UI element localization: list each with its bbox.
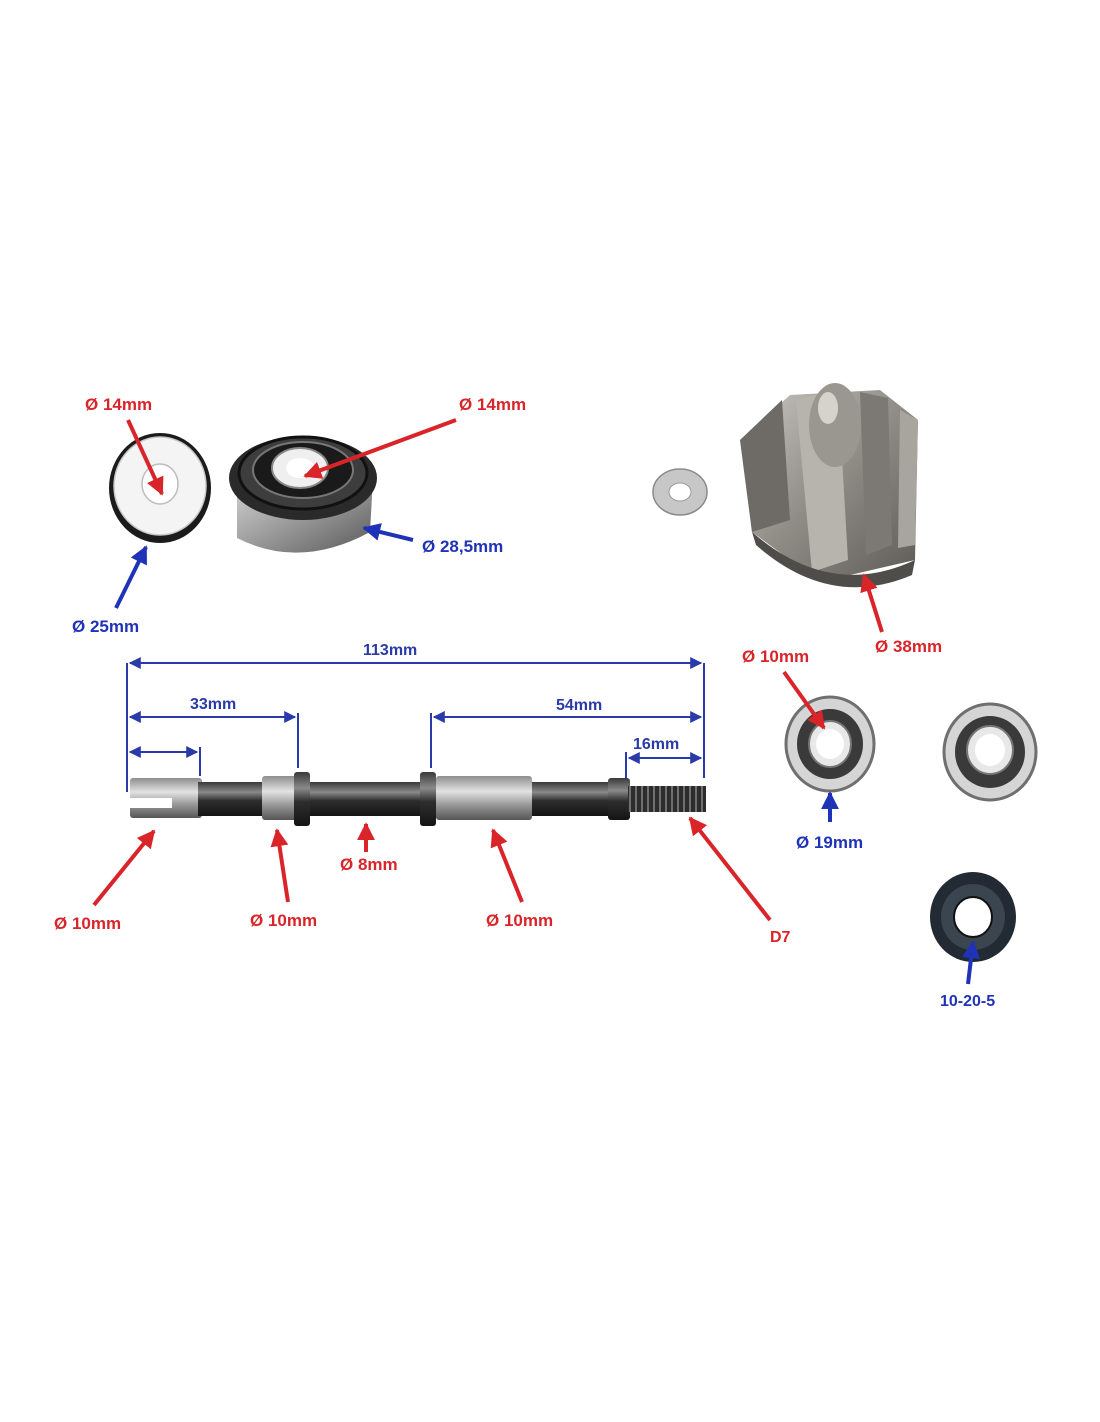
- shaft-thread-label: D7: [770, 929, 791, 946]
- dimension-lines: [126, 657, 705, 792]
- bearing-outer-label: Ø 19mm: [796, 833, 863, 852]
- left-segment-label: 33mm: [190, 696, 236, 713]
- shaft-left-end-label: Ø 10mm: [54, 914, 121, 933]
- seal-body-outer-label: Ø 28,5mm: [422, 537, 503, 556]
- pump-shaft-icon: [130, 772, 706, 826]
- thread-length-label: 16mm: [633, 736, 679, 753]
- shaft-right-step-label: Ø 10mm: [486, 911, 553, 930]
- oil-seal-icon: [930, 872, 1016, 962]
- oil-seal-label: 10-20-5: [940, 993, 995, 1010]
- seal-ring-inner-label: Ø 14mm: [85, 395, 152, 414]
- mechanical-seal-body-icon: [229, 435, 377, 553]
- right-segment-label: 54mm: [556, 697, 602, 714]
- impeller-diameter-label: Ø 38mm: [875, 637, 942, 656]
- seal-body-inner-label: Ø 14mm: [459, 395, 526, 414]
- ball-bearing-icon: [784, 695, 876, 793]
- seal-ring-outer-label: Ø 25mm: [72, 617, 139, 636]
- washer-icon: [652, 468, 708, 516]
- impeller-icon: [740, 383, 918, 588]
- bearing-inner-label: Ø 10mm: [742, 647, 809, 666]
- blue-pointer-arrows: [114, 523, 981, 985]
- shaft-first-step-label: Ø 10mm: [250, 911, 317, 930]
- total-length-label: 113mm: [363, 642, 417, 659]
- shaft-middle-label: Ø 8mm: [340, 855, 398, 874]
- red-pointer-arrows: [92, 418, 884, 922]
- ball-bearing-icon: [942, 702, 1038, 802]
